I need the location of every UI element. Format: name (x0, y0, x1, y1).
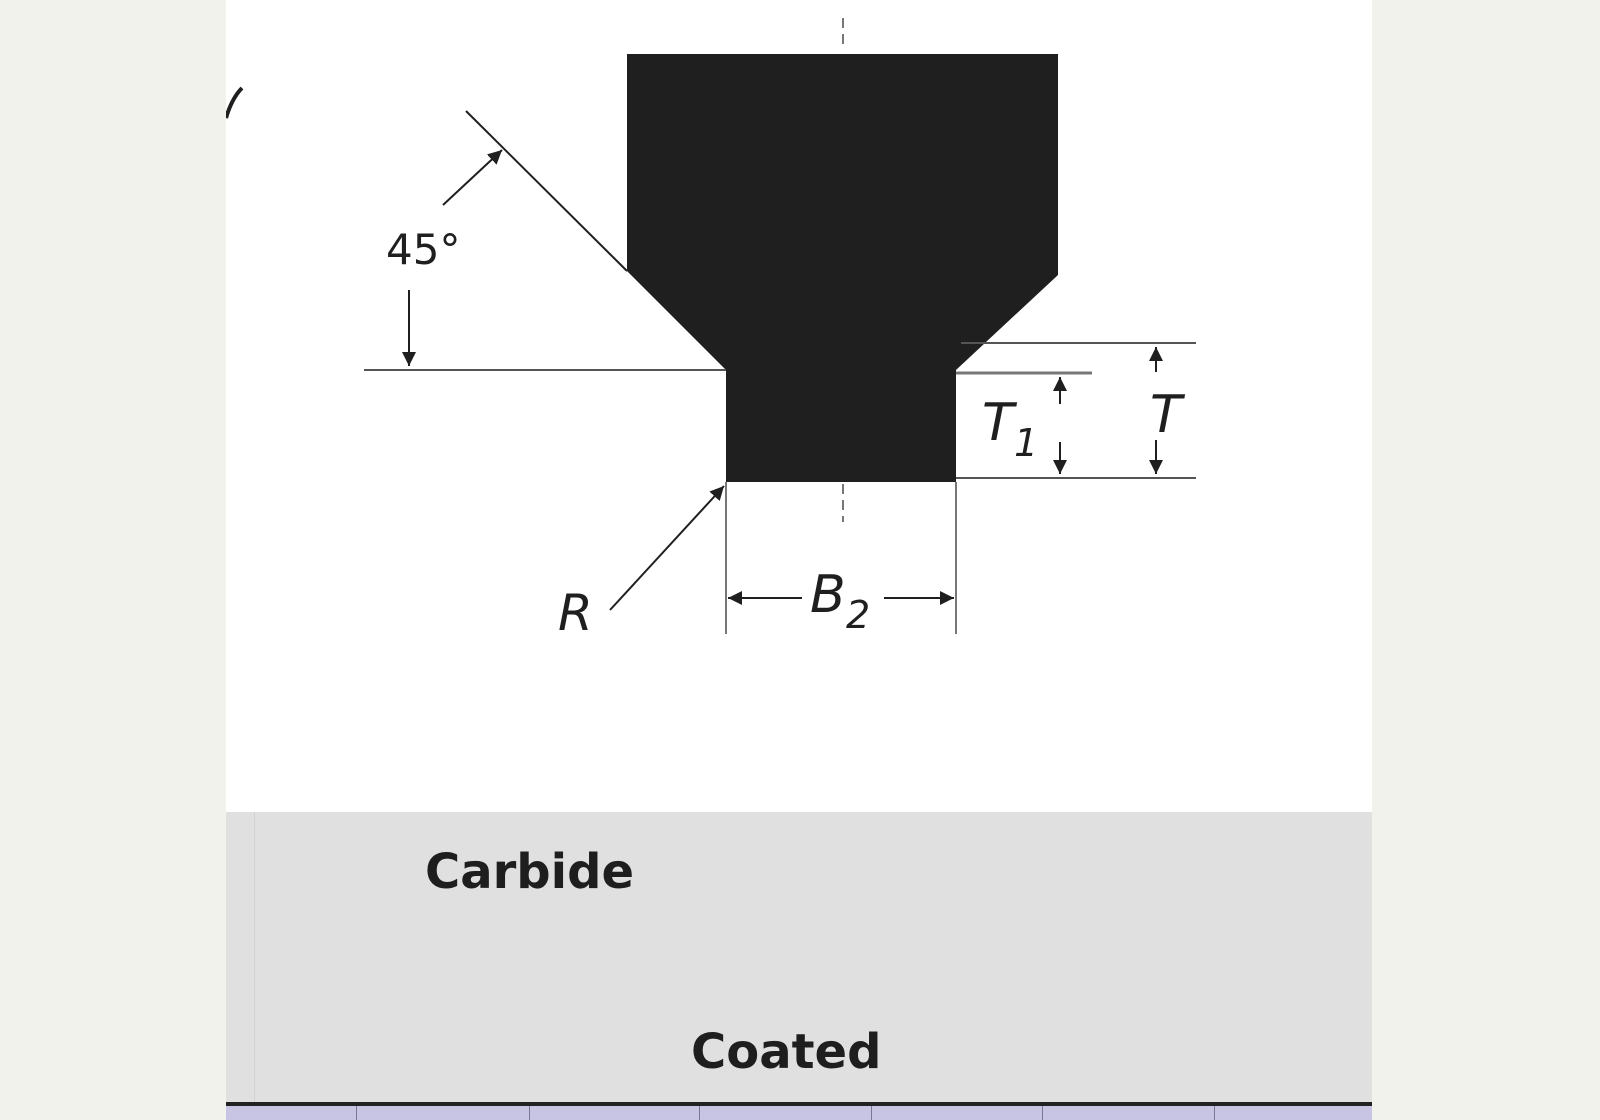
column-separator (1214, 1106, 1215, 1120)
row-label-carbide: Carbide (425, 844, 635, 900)
angle-arrow-upper (442, 149, 503, 206)
radius-label: R (558, 584, 593, 642)
column-separator (1042, 1106, 1043, 1120)
chamfer-extension-line (465, 110, 628, 272)
table-bottom-border (226, 1102, 1372, 1106)
tool-profile-drawing: 45° R B 2 T 1 T (226, 18, 1196, 642)
column-separator (356, 1106, 357, 1120)
column-separator (699, 1106, 700, 1120)
radius-leader-arrow (609, 485, 725, 611)
tool-profile-shape (627, 54, 1058, 482)
step-label: T (982, 393, 1018, 453)
width-label: B (810, 565, 846, 625)
step-subscript: 1 (1014, 421, 1038, 465)
table-column-edge (254, 812, 255, 1102)
column-separator (871, 1106, 872, 1120)
column-separator (529, 1106, 530, 1120)
material-table-band: Carbide Coated (226, 812, 1372, 1102)
table-header-row (226, 1106, 1372, 1120)
content-panel: 45° R B 2 T 1 T Carbide Coated (226, 0, 1372, 1120)
row-label-coated: Coated (691, 1024, 882, 1080)
angle-label: 45° (386, 225, 460, 274)
depth-label: T (1150, 385, 1186, 445)
width-subscript: 2 (846, 593, 870, 637)
partial-curve-mark (226, 86, 244, 119)
